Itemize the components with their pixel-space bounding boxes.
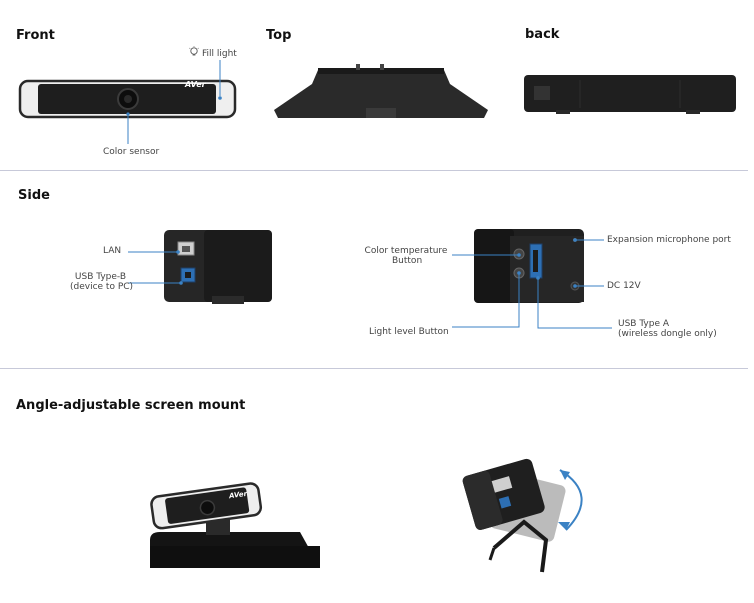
label-color-sensor: Color sensor xyxy=(103,147,160,157)
label-expansion-microphone-port: Expansion microphone port xyxy=(607,235,731,245)
heading-mount: Angle-adjustable screen mount xyxy=(16,398,246,413)
label-color-temperature-line2: Button xyxy=(392,256,423,266)
label-usb-type-b-line2: (device to PC) xyxy=(70,282,134,292)
label-usb-type-a-line2: (wireless dongle only) xyxy=(618,329,717,339)
label-color-temperature-line1: Color temperature xyxy=(364,246,448,256)
label-color-temperature-button: Color temperature Button xyxy=(360,246,452,266)
label-usb-type-a-line1: USB Type A xyxy=(618,319,670,329)
heading-back: back xyxy=(525,27,560,42)
heading-top: Top xyxy=(266,28,292,43)
label-usb-type-b: USB Type-B (device to PC) xyxy=(70,272,134,292)
label-usb-type-a: USB Type A (wireless dongle only) xyxy=(618,319,717,339)
top-view-illustration xyxy=(274,64,488,118)
front-camera-illustration xyxy=(18,79,237,119)
heading-side: Side xyxy=(18,188,50,203)
heading-front: Front xyxy=(16,28,55,43)
front-callout-lines xyxy=(127,60,221,144)
label-light-level-button: Light level Button xyxy=(369,327,449,337)
back-view-illustration xyxy=(524,75,736,114)
lightbulb-icon xyxy=(189,46,199,58)
label-lan: LAN xyxy=(103,246,122,256)
section-divider xyxy=(0,170,748,171)
section-divider xyxy=(0,368,748,369)
side-left-illustration xyxy=(128,230,272,304)
side-right-illustration xyxy=(452,229,612,329)
label-dc-12v: DC 12V xyxy=(607,281,641,291)
brand-logo: AVer xyxy=(185,80,206,89)
label-fill-light: Fill light xyxy=(202,49,237,59)
label-usb-type-b-line1: USB Type-B xyxy=(74,272,126,282)
